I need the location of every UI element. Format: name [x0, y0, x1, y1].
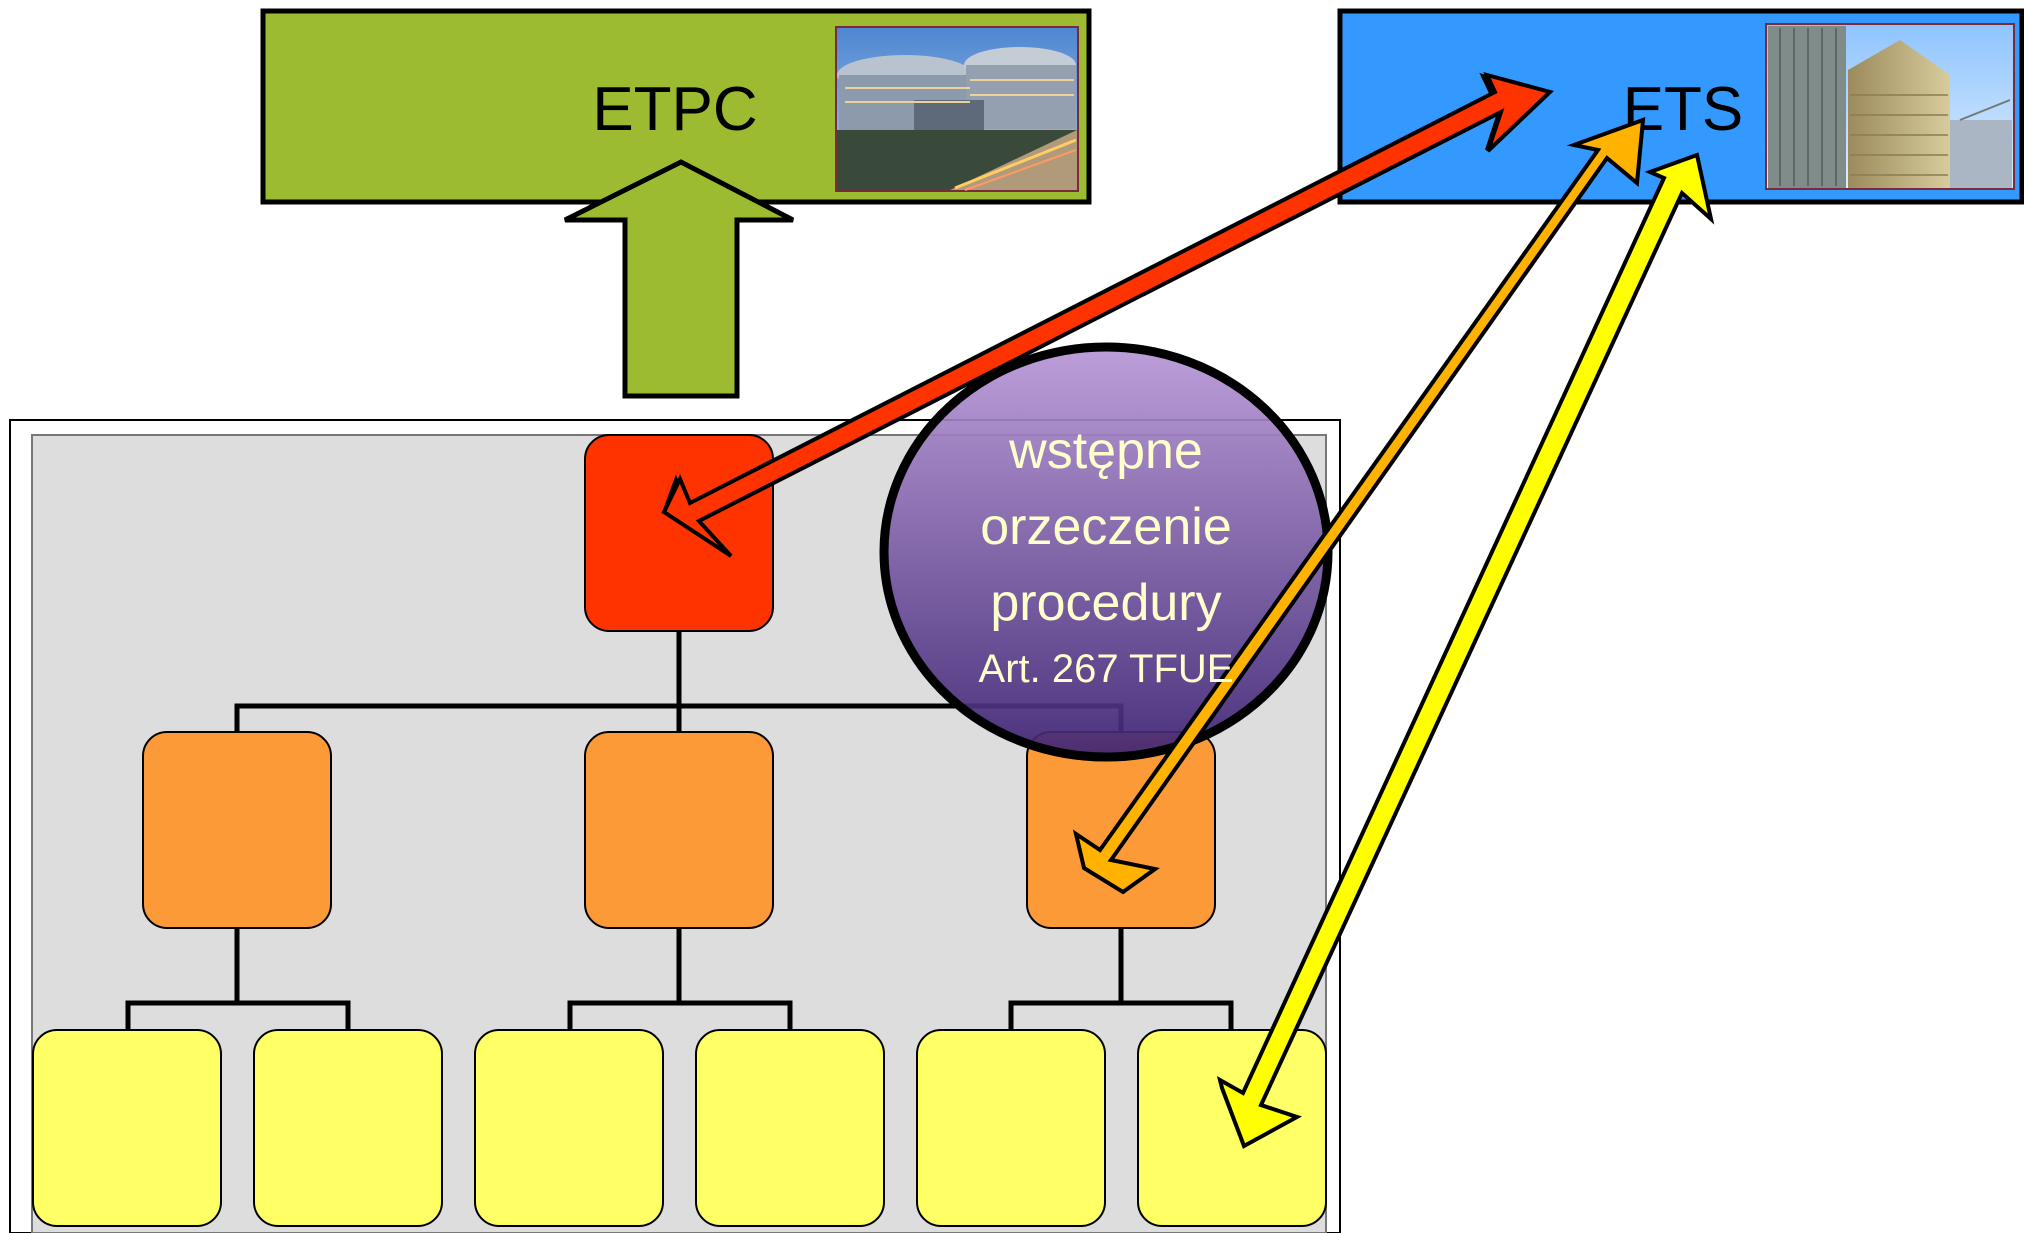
- first-instance-node-4: [695, 1029, 885, 1227]
- red-double-arrow-body: [661, 71, 1554, 558]
- bubble-line-3: procedury: [990, 574, 1221, 632]
- appeal-court-node-2: [584, 731, 774, 929]
- first-instance-node-3: [474, 1029, 664, 1227]
- etpc-label: ETPC: [592, 75, 757, 144]
- first-instance-node-1: [32, 1029, 222, 1227]
- bubble-line-1: wstępne: [1008, 422, 1203, 480]
- etpc-box: ETPC: [260, 8, 1092, 205]
- first-instance-node-6: [1137, 1029, 1327, 1227]
- bubble-line-4: Art. 267 TFUE: [979, 647, 1234, 691]
- ets-photo: [1765, 23, 2015, 190]
- ets-box: ETS: [1337, 8, 2024, 205]
- orange-double-arrow: [1072, 117, 1646, 895]
- first-instance-node-2: [253, 1029, 443, 1227]
- green-arrow: [563, 159, 795, 399]
- etpc-photo: [835, 26, 1079, 192]
- bubble-line-2: orzeczenie: [980, 498, 1231, 556]
- yellow-double-arrow: [1216, 152, 1715, 1149]
- first-instance-node-5: [916, 1029, 1106, 1227]
- bubble-text: wstępne orzeczenie procedury Art. 267 TF…: [979, 422, 1234, 691]
- appeal-court-node-1: [142, 731, 332, 929]
- supreme-court-node: [584, 434, 774, 632]
